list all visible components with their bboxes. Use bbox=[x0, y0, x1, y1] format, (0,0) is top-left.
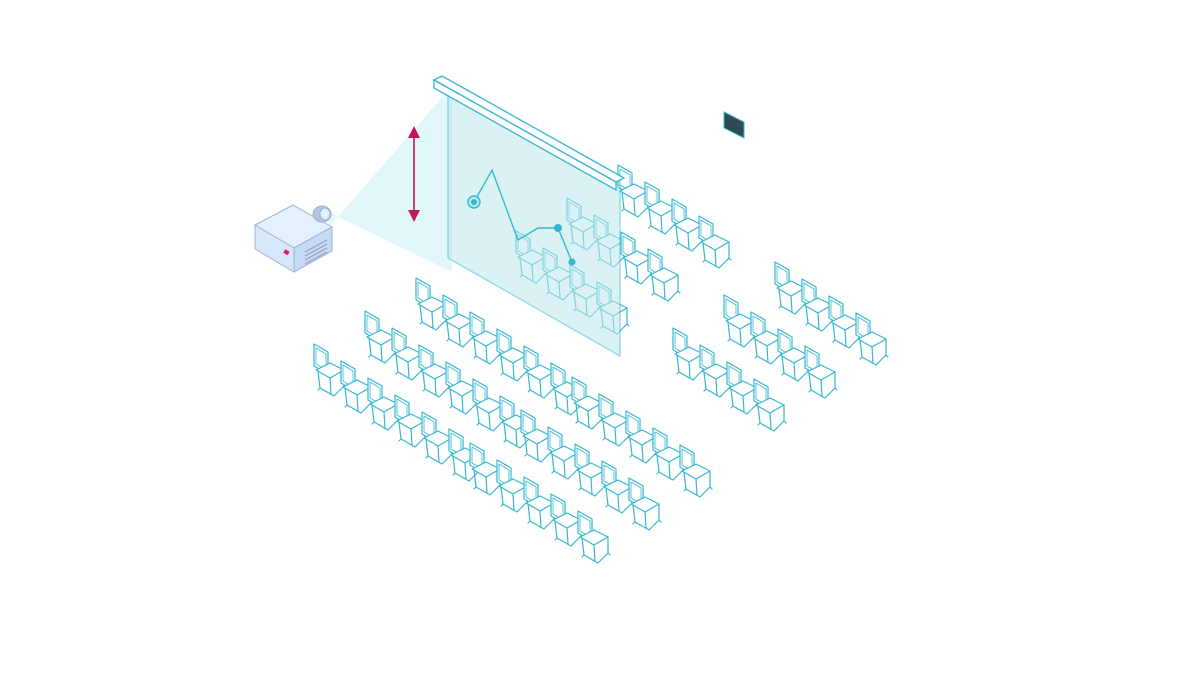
right-speaker bbox=[990, 167, 1004, 218]
floor-platform bbox=[198, 121, 1028, 639]
front-left-group-chair-r2-s5 bbox=[472, 378, 506, 432]
right-group-chair-r2-s4 bbox=[804, 345, 838, 399]
front-left-group-chair-r3-s3 bbox=[367, 377, 401, 431]
floor-top bbox=[198, 121, 1028, 617]
floor-side-edge bbox=[510, 320, 1028, 639]
center-group-chair-r1-s5 bbox=[679, 444, 713, 498]
height-arrow bbox=[408, 126, 420, 222]
right-group-chair-r1-s4 bbox=[855, 312, 889, 366]
screen-chart-point-3 bbox=[568, 258, 576, 266]
projection-screen bbox=[432, 75, 626, 358]
center-group-chair-r3-s2 bbox=[496, 459, 530, 513]
screen-chart-line bbox=[473, 168, 573, 263]
center-group-chair-r2-s4 bbox=[601, 460, 635, 514]
front-left-group-chair-r3-s2 bbox=[340, 360, 374, 414]
center-group-chair-r1-s2 bbox=[598, 393, 632, 447]
chair-seating bbox=[313, 164, 889, 564]
projection-beam bbox=[320, 86, 452, 272]
front-left-group-chair-r1-s3 bbox=[469, 311, 503, 365]
right-group-chair-r3-s4 bbox=[753, 378, 787, 432]
screen-chart-point-2 bbox=[554, 224, 562, 232]
front-left-group-chair-r1-s1 bbox=[415, 277, 449, 331]
floor-front-edge bbox=[198, 441, 510, 639]
left-speaker bbox=[776, 57, 790, 108]
front-left-group-chair-r2-s3 bbox=[418, 344, 452, 398]
right-group-chair-r2-s2 bbox=[750, 311, 784, 365]
center-group-chair-r3-s1 bbox=[469, 442, 503, 496]
front-left-group-chair-r2-s4 bbox=[445, 361, 479, 415]
center-group-chair-r2-s2 bbox=[547, 426, 581, 480]
rear-group-chair-r2-s4 bbox=[647, 248, 681, 302]
rear-group-chair-r1-s4 bbox=[698, 215, 732, 269]
center-group-chair-r3-s5 bbox=[577, 510, 611, 564]
center-group-chair-r1-s1 bbox=[571, 376, 605, 430]
projector-right-face bbox=[293, 226, 333, 273]
projector bbox=[253, 204, 334, 273]
whiteboard bbox=[800, 33, 978, 258]
center-group-chair-r2-s5 bbox=[628, 477, 662, 531]
rear-group-chair-r2-s3 bbox=[620, 231, 654, 285]
lectern bbox=[708, 120, 762, 190]
front-left-group-chair-r1-s5 bbox=[523, 345, 557, 399]
projector-indicator bbox=[283, 249, 290, 256]
lectern-monitor bbox=[723, 111, 745, 139]
